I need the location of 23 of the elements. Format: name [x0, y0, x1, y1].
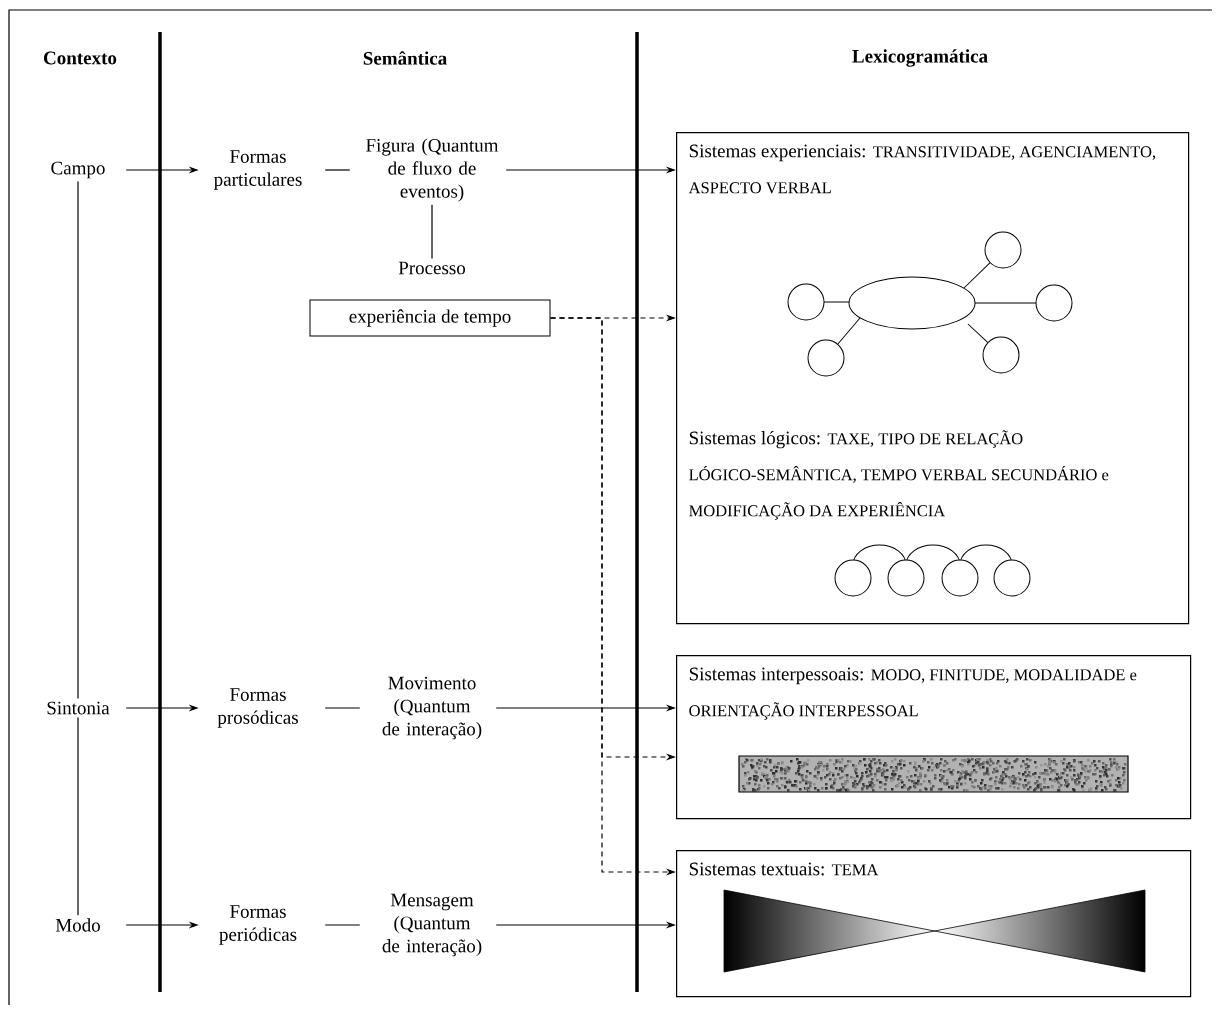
system-box: Sistemas interpessoais: MODO, FINITUDE, MODALIDADE e ORIENTAÇÃO INTERPESSOAL [676, 655, 1192, 820]
connector-line [77, 717, 79, 916]
system-box: Sistemas experienciais: TRANSITIVIDADE, AGENCIAMENTO, ASPECTO VERBAL Sistemas lógicos: TAXE, TIPO DE RELAÇÃO LÓGICO-SEMÂNTICA, TEMPO VERBAL SECUNDÁRIO e MODIFICAÇÃO DA EXPERIÊNCIA [676, 132, 1190, 625]
semantic-label: Mensagem (Quantum de interação) [382, 893, 482, 957]
semantic-label: Formas prosódicas [217, 688, 298, 728]
column-header: Contexto [44, 51, 117, 65]
connector-line [77, 180, 79, 700]
process-box: experiência de tempo [309, 299, 551, 337]
connector-line [324, 707, 361, 709]
connector-line [324, 924, 361, 926]
column-header: Lexicogramática [852, 49, 988, 67]
semantic-label: Formas particulares [214, 150, 302, 190]
semantic-label: Movimento (Quantum de interação) [382, 676, 482, 740]
context-label: Modo [55, 918, 100, 932]
semantic-label: Figura (Quantum de fluxo de eventos) [366, 138, 499, 202]
context-label: Sintonia [47, 701, 110, 715]
system-box: Sistemas textuais: TEMA [676, 850, 1192, 998]
semantic-label: Processo [398, 261, 466, 275]
semantic-label: Formas periódicas [219, 905, 297, 945]
context-label: Campo [51, 161, 105, 179]
connector-line [431, 204, 433, 260]
column-header: Semântica [363, 51, 447, 65]
connector-line [324, 169, 351, 171]
